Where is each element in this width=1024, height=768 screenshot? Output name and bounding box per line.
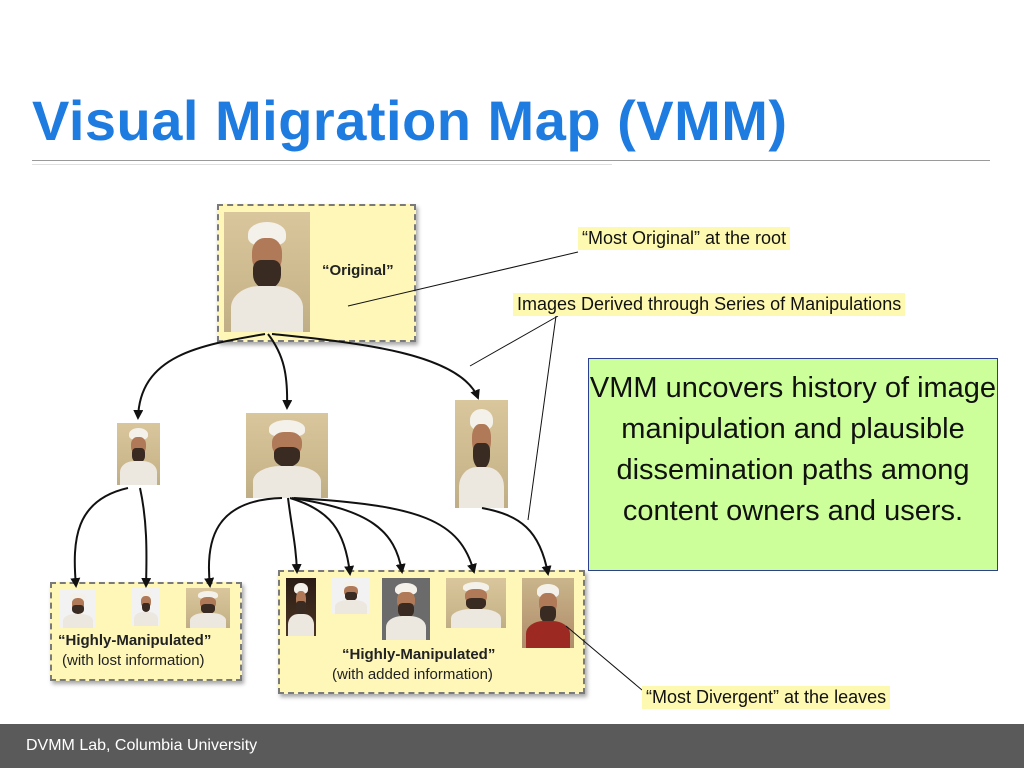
title-divider [32, 160, 990, 161]
leaf-node-added-info: “Highly-Manipulated” (with added informa… [278, 570, 585, 694]
leaf-image-8 [522, 578, 574, 648]
edge-right-leaf8 [481, 507, 552, 576]
slide-title: Visual Migration Map (VMM) [32, 89, 788, 152]
edge-left-leaf2 [139, 487, 152, 588]
leaf-image-3 [186, 588, 230, 628]
edge-root-center [267, 333, 293, 410]
leaf-lost-sublabel: (with lost information) [62, 652, 205, 669]
callout-connector-leaves [565, 625, 643, 691]
derived-image-left [117, 423, 160, 485]
edge-center-leaf7 [293, 497, 477, 574]
callout-most-divergent: “Most Divergent” at the leaves [642, 686, 891, 709]
footer-bar: DVMM Lab, Columbia University [0, 724, 1024, 768]
derived-image-right [455, 400, 508, 508]
leaf-image-7 [446, 578, 506, 628]
edge-root-left [133, 333, 266, 420]
summary-box: VMM uncovers history of image manipulati… [588, 358, 998, 571]
title-divider-shadow [32, 164, 612, 165]
callout-derived-images: Images Derived through Series of Manipul… [513, 293, 906, 316]
root-portrait-image [224, 212, 310, 332]
footer-text: DVMM Lab, Columbia University [26, 737, 258, 754]
derived-image-center [246, 413, 328, 498]
edge-root-right [271, 333, 480, 400]
leaf-image-1 [60, 590, 96, 628]
leaf-image-6 [382, 578, 430, 640]
callout-connector-derived-b [527, 315, 557, 521]
leaf-image-4 [286, 578, 316, 636]
edge-center-leaf4 [287, 497, 302, 574]
edge-center-leaf5 [289, 497, 355, 576]
edge-center-leaf6 [291, 497, 406, 574]
leaf-node-lost-info: “Highly-Manipulated” (with lost informat… [50, 582, 242, 681]
leaf-image-5 [332, 578, 370, 614]
callout-connector-derived-a [469, 315, 559, 367]
summary-text: VMM uncovers history of image manipulati… [589, 372, 997, 527]
leaf-lost-label: “Highly-Manipulated” [58, 632, 212, 649]
leaf-added-label: “Highly-Manipulated” [342, 646, 496, 663]
callout-most-original: “Most Original” at the root [578, 227, 791, 250]
edge-left-leaf1 [70, 487, 129, 588]
callout-connector-root [347, 251, 579, 307]
leaf-image-2 [132, 588, 160, 626]
root-node: “Original” [217, 204, 416, 342]
edge-center-leaf3 [204, 497, 283, 588]
root-node-label: “Original” [322, 262, 394, 279]
leaf-added-sublabel: (with added information) [332, 666, 493, 683]
